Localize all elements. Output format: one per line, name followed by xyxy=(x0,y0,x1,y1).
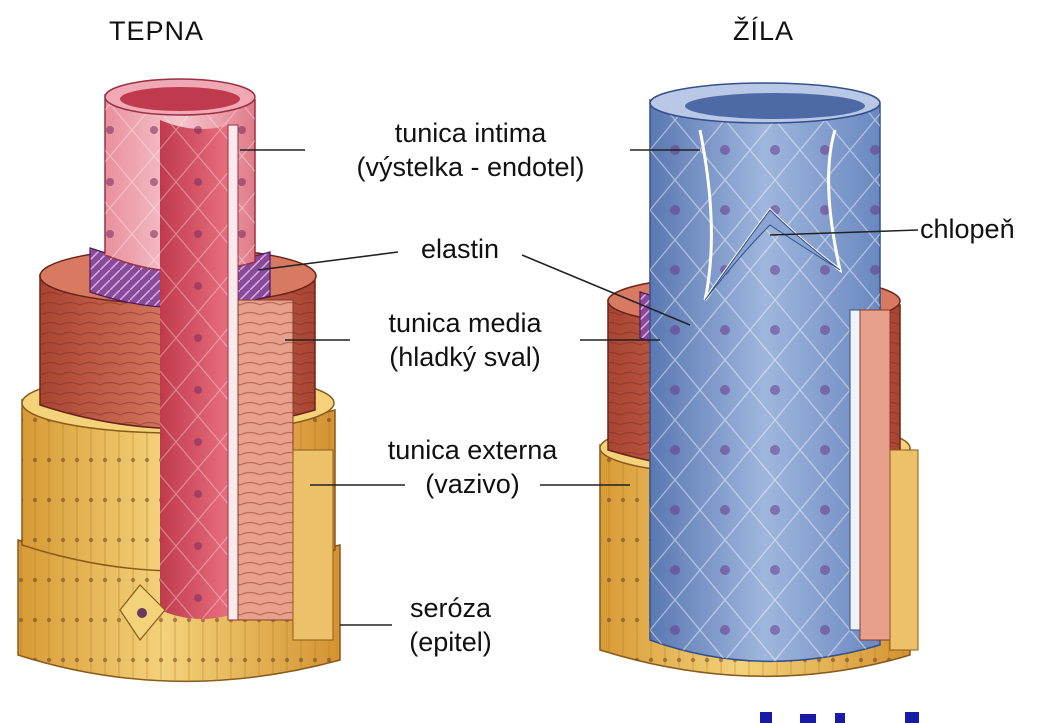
label-tunica-intima-desc: (výstelka - endotel) xyxy=(308,150,633,184)
vein-heading: ŽÍLA xyxy=(733,16,794,47)
label-valve: chlopeň xyxy=(920,212,1050,246)
label-serosa-name: seróza xyxy=(388,591,513,625)
label-tunica-externa-name: tunica externa xyxy=(345,433,600,467)
label-valve-name: chlopeň xyxy=(920,212,1050,246)
label-tunica-externa-desc: (vazivo) xyxy=(345,467,600,501)
label-elastin-name: elastin xyxy=(400,232,520,266)
artery-heading: TEPNA xyxy=(109,16,204,47)
artery-illustration xyxy=(18,79,340,681)
label-tunica-media-name: tunica media xyxy=(350,306,580,340)
label-serosa: seróza (epitel) xyxy=(388,591,513,659)
label-elastin: elastin xyxy=(400,232,520,266)
label-tunica-media: tunica media (hladký sval) xyxy=(350,306,580,374)
label-serosa-desc: (epitel) xyxy=(388,625,513,659)
label-tunica-intima-name: tunica intima xyxy=(308,116,633,150)
cropped-bottom-text xyxy=(760,712,919,723)
label-tunica-media-desc: (hladký sval) xyxy=(350,340,580,374)
vein-illustration xyxy=(600,83,918,676)
label-tunica-intima: tunica intima (výstelka - endotel) xyxy=(308,116,633,184)
label-tunica-externa: tunica externa (vazivo) xyxy=(345,433,600,501)
